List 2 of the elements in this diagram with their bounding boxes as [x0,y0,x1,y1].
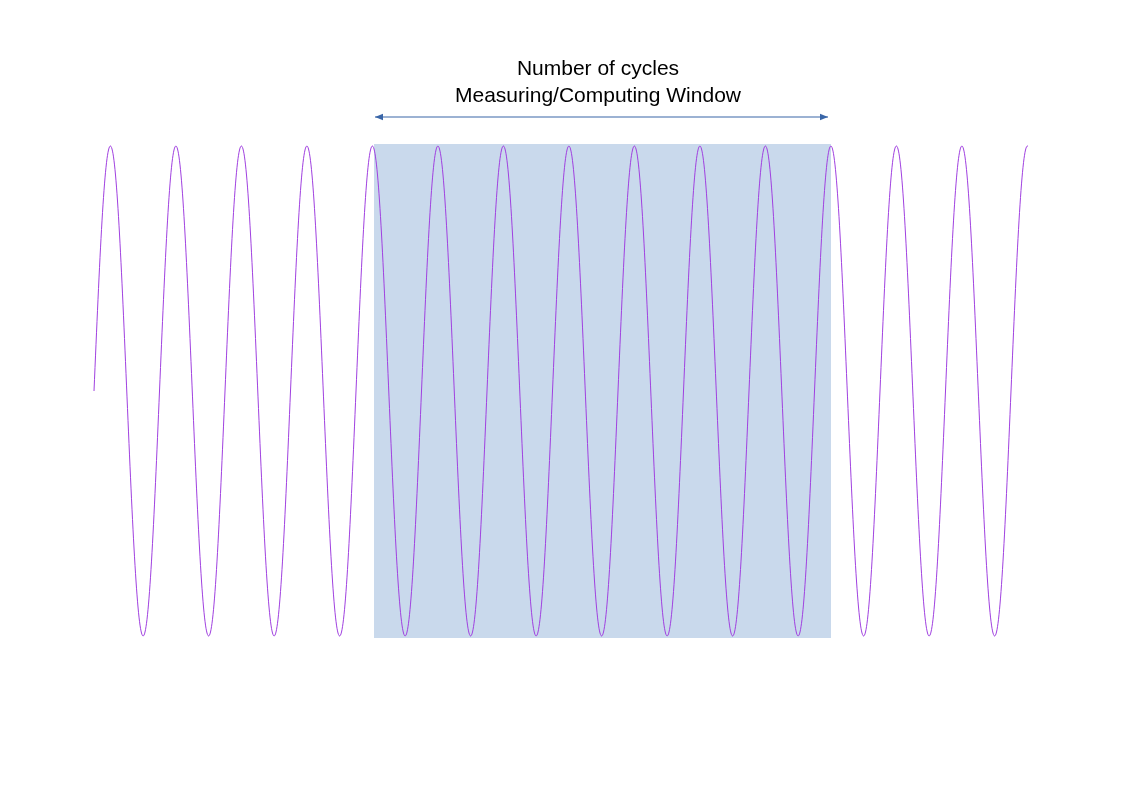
dimension-label: Number of cycles [515,56,681,80]
dimension-label: Measuring/Computing Window [454,83,742,107]
